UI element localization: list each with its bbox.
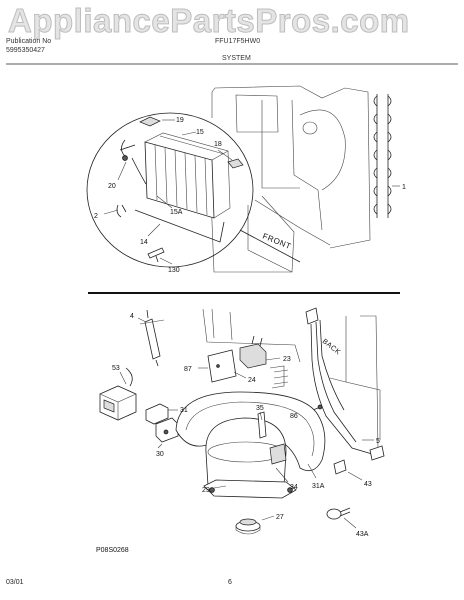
callout-labels: 19 15 18 20 2 15A 14 130 1 4 53 87 24 23… <box>94 117 406 538</box>
leader-31a <box>307 463 317 479</box>
mounting-bracket <box>207 335 289 389</box>
callout-86: 86 <box>290 413 298 420</box>
callout-18: 18 <box>214 141 222 148</box>
callout-30: 30 <box>156 451 164 458</box>
callout-4: 4 <box>130 313 134 320</box>
callout-15: 15 <box>196 129 204 136</box>
model-number: FFU17F5HW0 <box>215 38 261 45</box>
leader-23 <box>265 357 281 361</box>
callout-5: 5 <box>376 438 380 445</box>
clip-43 <box>333 459 347 475</box>
clamp-43a <box>326 507 351 520</box>
callout-14: 14 <box>140 239 148 246</box>
compressor <box>175 391 326 499</box>
callout-1: 1 <box>402 184 406 191</box>
upper-leaders <box>103 119 233 265</box>
leader-29 <box>213 485 227 489</box>
leader-34 <box>275 467 289 483</box>
callout-43a: 43A <box>356 531 369 538</box>
callout-31a: 31A <box>312 483 325 490</box>
watermark: AppliancePartsPros.com <box>8 2 410 40</box>
relay-cover <box>99 367 137 421</box>
cabinet-upper <box>209 85 371 273</box>
cabinet-lower <box>202 308 381 451</box>
callout-130: 130 <box>168 267 180 274</box>
callout-34: 34 <box>290 484 298 491</box>
relay-overload <box>145 403 179 443</box>
publication-label: Publication No <box>6 38 52 45</box>
front-label: FRONT <box>261 232 292 252</box>
callout-31: 31 <box>180 407 188 414</box>
callout-19: 19 <box>176 117 184 124</box>
callout-20: 20 <box>108 183 116 190</box>
footer-date: 03/01 <box>6 579 24 586</box>
callout-35: 35 <box>256 405 264 412</box>
grommet <box>235 518 261 535</box>
callout-43: 43 <box>364 481 372 488</box>
callout-87: 87 <box>184 366 192 373</box>
leader-43a <box>343 517 357 529</box>
publication-number: 5995350427 <box>6 47 45 54</box>
back-label: BACK <box>321 338 342 356</box>
callout-24: 24 <box>248 377 256 384</box>
callout-29: 29 <box>202 487 210 494</box>
callout-27: 27 <box>276 514 284 521</box>
evaporator-detail-circle <box>86 112 301 268</box>
callout-2: 2 <box>94 213 98 220</box>
condenser-coil <box>373 94 392 218</box>
footer-page-number: 6 <box>228 579 232 586</box>
leader-30 <box>157 443 163 449</box>
callout-15a: 15A <box>170 209 183 216</box>
leader-27 <box>261 515 275 521</box>
callout-53: 53 <box>112 365 120 372</box>
leader-53 <box>119 371 127 385</box>
leader-4 <box>137 317 147 323</box>
section-title: SYSTEM <box>222 55 251 62</box>
leader-43 <box>347 471 363 481</box>
figure-id: P08S0268 <box>96 547 129 554</box>
filter-drier <box>139 309 165 367</box>
leader-24 <box>233 371 247 379</box>
wire-harness <box>305 307 385 461</box>
leader-35 <box>259 411 263 421</box>
callout-23: 23 <box>283 356 291 363</box>
